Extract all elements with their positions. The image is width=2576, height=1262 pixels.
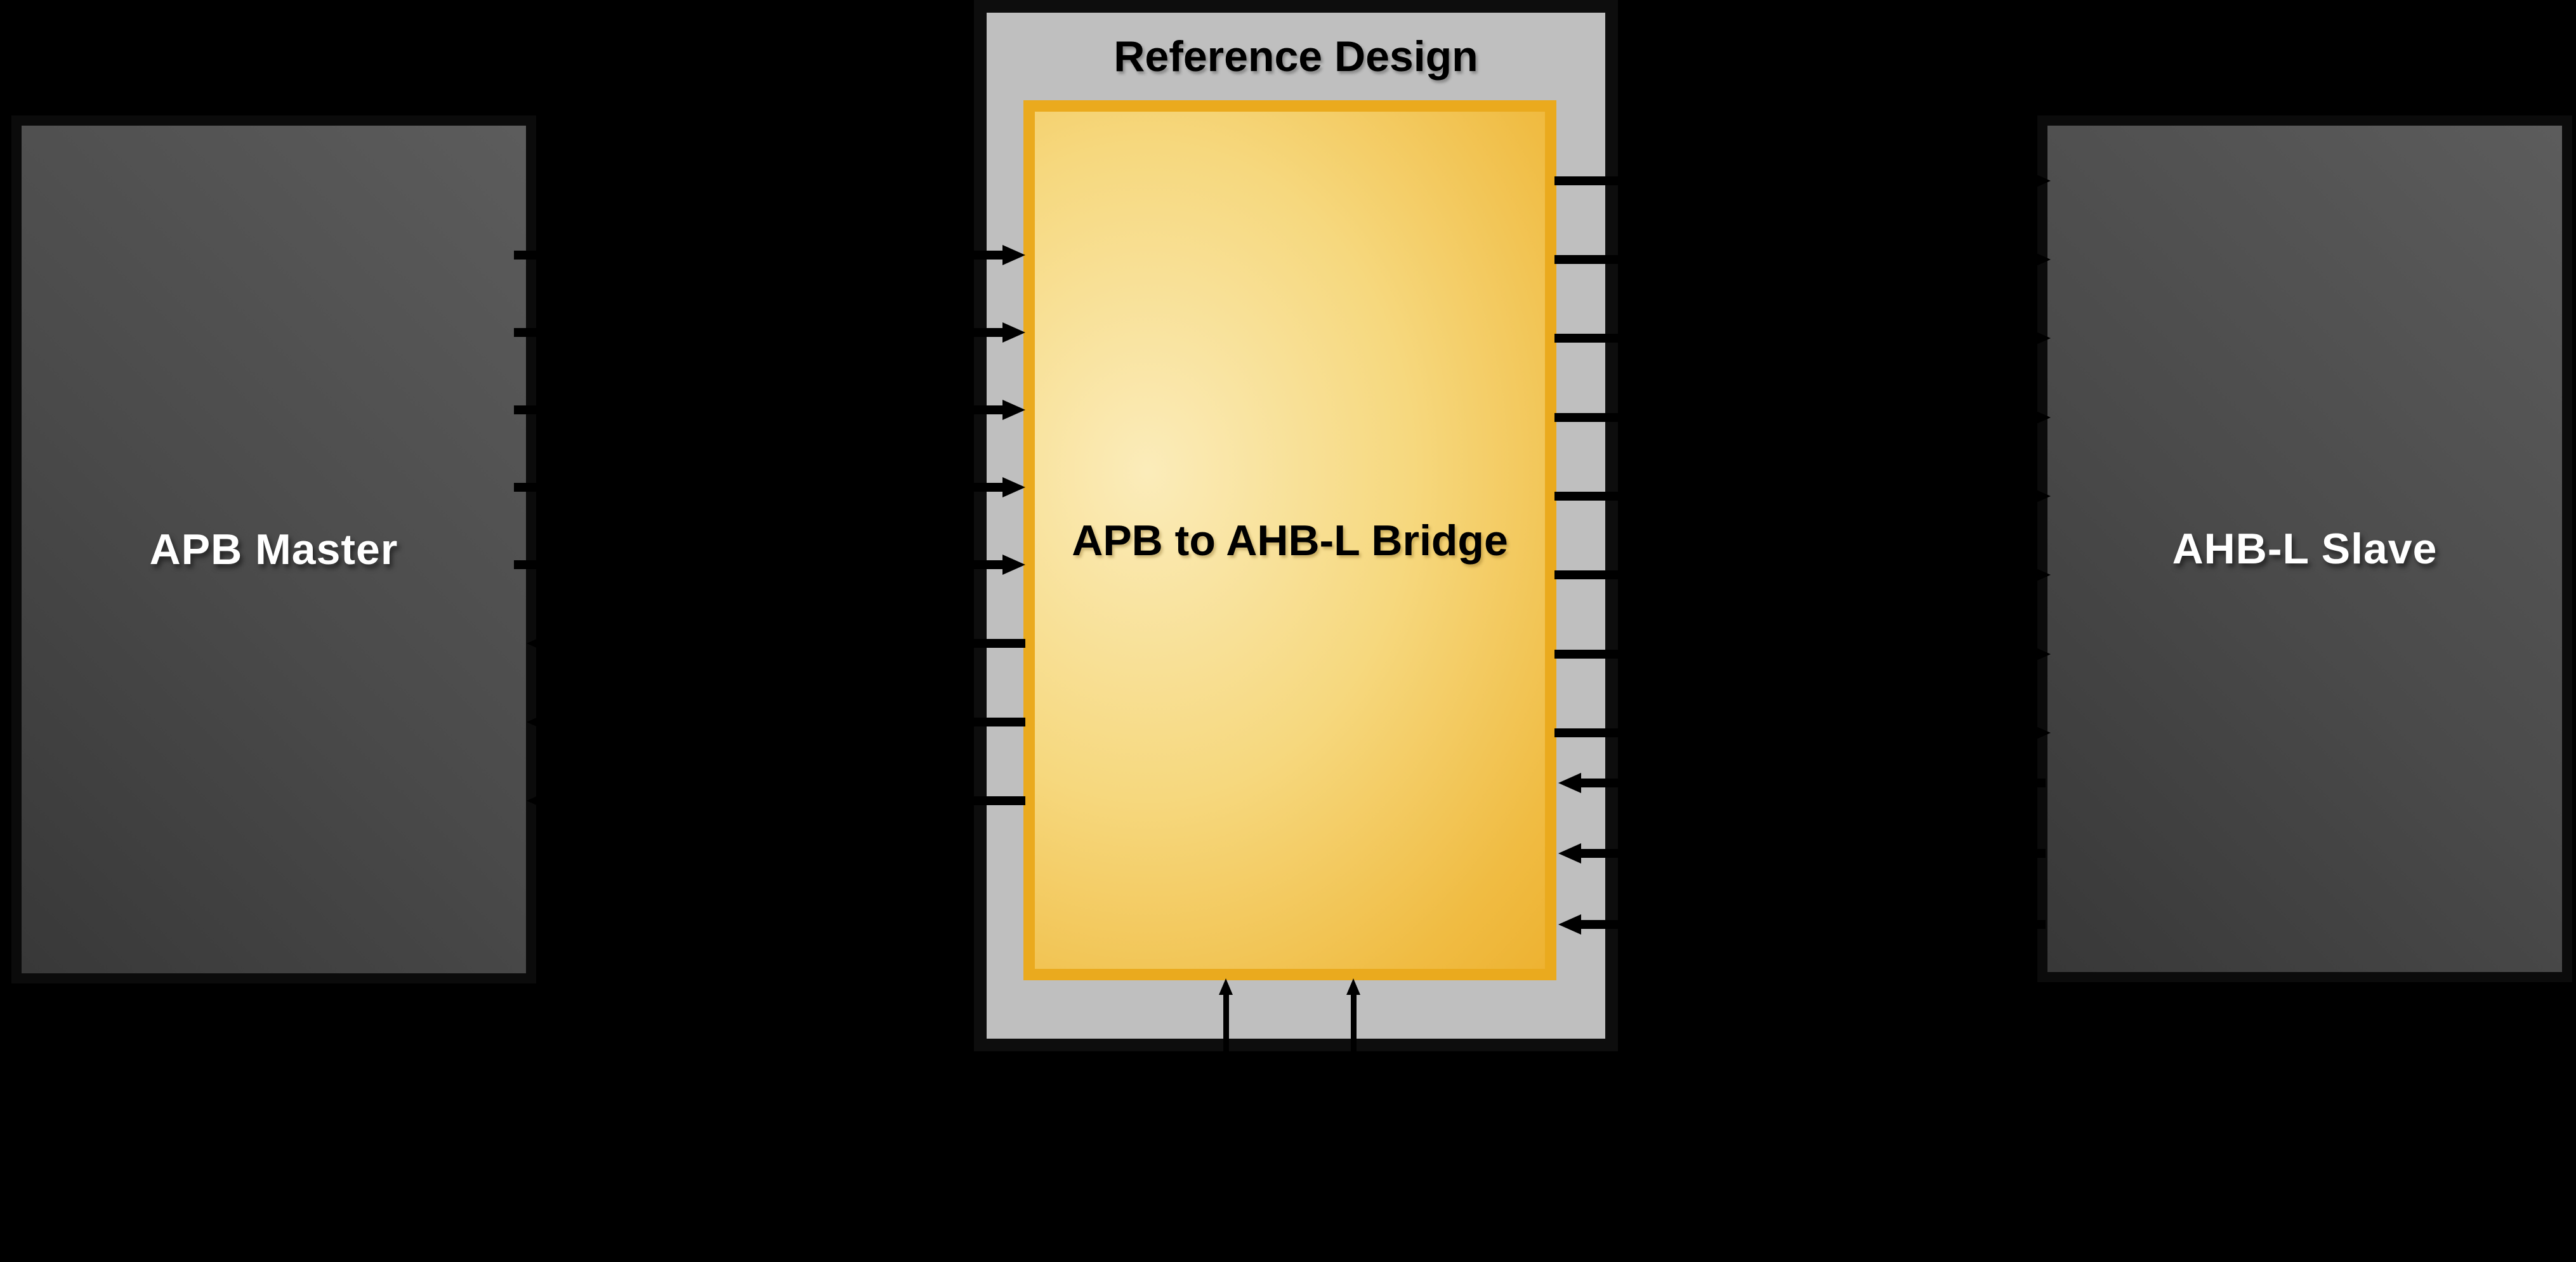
- ahb-signal-out-4-arrowhead-icon: [2028, 407, 2051, 428]
- ahb-signal-out-1-arrowhead-icon: [2028, 171, 2051, 191]
- apb-signal-in-1-arrowhead-icon: [1002, 245, 1025, 265]
- ahb-signal-out-5-line: [1554, 492, 2032, 501]
- bottom-input-2-line: [1350, 991, 1357, 1120]
- apb-signal-in-2-arrowhead-icon: [1002, 322, 1025, 343]
- reference-design-title: Reference Design: [1114, 32, 1478, 81]
- ahb-slave-label: AHB-L Slave: [2172, 525, 2438, 573]
- ahb-signal-out-8-line: [1554, 728, 2032, 737]
- bridge-label: APB to AHB-L Bridge: [1072, 516, 1508, 565]
- ahb-signal-out-8-arrowhead-icon: [2028, 723, 2051, 743]
- apb-signal-out-2-line: [546, 718, 1025, 726]
- ahb-signal-out-6-arrowhead-icon: [2028, 565, 2051, 585]
- ahb-signal-out-4-line: [1554, 413, 2032, 422]
- apb-signal-in-4-arrowhead-icon: [1002, 477, 1025, 497]
- ahb-signal-out-7-line: [1554, 650, 2032, 659]
- apb-signal-in-2-line: [514, 328, 1006, 337]
- apb-signal-in-1-line: [514, 251, 1006, 260]
- bridge-block: APB to AHB-L Bridge: [1023, 100, 1556, 980]
- apb-signal-in-3-arrowhead-icon: [1002, 400, 1025, 420]
- apb-signal-in-5-arrowhead-icon: [1002, 555, 1025, 575]
- bottom-input-1-arrowhead-icon: [1219, 978, 1233, 995]
- apb-signal-out-1-line: [546, 639, 1025, 648]
- ahb-signal-out-6-line: [1554, 570, 2032, 579]
- apb-master-block: APB Master: [11, 115, 536, 983]
- ahb-signal-out-3-line: [1554, 334, 2032, 343]
- ahb-signal-out-7-arrowhead-icon: [2028, 644, 2051, 664]
- ahb-signal-in-3-line: [1577, 920, 2046, 929]
- reference-design-box: Reference Design APB to AHB-L Bridge: [974, 0, 1618, 1051]
- apb-signal-in-5-line: [514, 560, 1006, 569]
- apb-signal-in-3-line: [514, 405, 1006, 414]
- ahb-signal-out-1-line: [1554, 176, 2032, 185]
- ahb-signal-out-5-arrowhead-icon: [2028, 486, 2051, 506]
- ahb-slave-block: AHB-L Slave: [2037, 115, 2572, 982]
- apb-signal-out-3-line: [546, 796, 1025, 805]
- ahb-signal-out-3-arrowhead-icon: [2028, 328, 2051, 348]
- ahb-signal-out-2-arrowhead-icon: [2028, 249, 2051, 270]
- apb-master-label: APB Master: [149, 525, 398, 574]
- ahb-signal-in-1-line: [1577, 779, 2046, 787]
- bottom-input-1-line: [1223, 991, 1229, 1120]
- ahb-signal-in-2-line: [1577, 849, 2046, 858]
- apb-signal-in-4-line: [514, 483, 1006, 492]
- bottom-input-2-arrowhead-icon: [1346, 978, 1360, 995]
- ahb-signal-out-2-line: [1554, 255, 2032, 264]
